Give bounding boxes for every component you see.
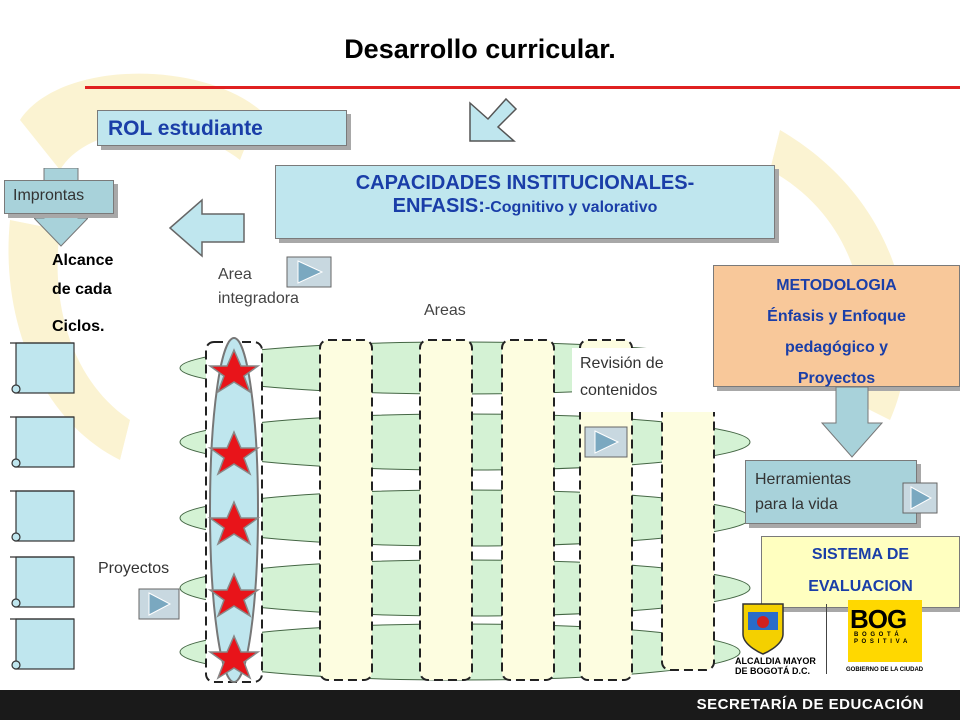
alcance-line: de cada bbox=[52, 281, 112, 298]
play-button[interactable] bbox=[138, 588, 180, 620]
rol-estudiante-box: ROL estudiante bbox=[97, 110, 347, 146]
play-button[interactable] bbox=[286, 256, 332, 288]
bog-logo-text: BOG bbox=[850, 604, 907, 634]
capacidades-enfasis-sub: -Cognitivo y valorativo bbox=[484, 199, 658, 216]
capacidades-line1: CAPACIDADES INSTITUCIONALES- bbox=[355, 172, 695, 194]
star-icon bbox=[207, 572, 261, 618]
areas-label: Areas bbox=[424, 302, 466, 319]
herramientas-line: Herramientas bbox=[755, 471, 852, 488]
star-icon bbox=[207, 430, 261, 476]
area-column bbox=[579, 339, 633, 681]
bog-logo-bg bbox=[848, 600, 922, 662]
logo-divider bbox=[826, 604, 827, 674]
area-integradora-label: Area integradora bbox=[218, 263, 299, 311]
scroll-icons bbox=[10, 342, 75, 670]
herramientas-line: para la vida bbox=[755, 496, 838, 513]
alcaldia-line: ALCALDIA MAYOR bbox=[735, 656, 816, 666]
metodologia-box: METODOLOGIA Énfasis y Enfoque pedagógico… bbox=[713, 265, 960, 387]
star-icon bbox=[207, 500, 261, 546]
improntas-label: Improntas bbox=[13, 187, 85, 204]
play-button[interactable] bbox=[584, 426, 628, 458]
metodologia-line: pedagógico y bbox=[784, 339, 889, 356]
area-integradora-line: integradora bbox=[218, 290, 299, 307]
title-divider bbox=[85, 86, 960, 89]
capacidades-box: CAPACIDADES INSTITUCIONALES- ENFASIS:-Co… bbox=[275, 165, 775, 239]
revision-box: Revisión de contenidos bbox=[572, 348, 720, 412]
scroll-icon bbox=[10, 342, 75, 670]
star-icon bbox=[207, 348, 261, 394]
left-arrow-icon bbox=[168, 198, 245, 258]
sistema-evaluacion-box: SISTEMA DE EVALUACION bbox=[761, 536, 960, 608]
footer-bar bbox=[0, 690, 960, 720]
gobierno-logo-text: GOBIERNO DE LA CIUDAD bbox=[846, 667, 924, 673]
alcance-line: Ciclos. bbox=[52, 318, 105, 335]
rol-label: ROL estudiante bbox=[108, 117, 263, 140]
bog-sub-line: P O S I T I V A bbox=[854, 639, 909, 645]
proyectos-label: Proyectos bbox=[98, 560, 170, 577]
improntas-box: Improntas bbox=[4, 180, 114, 214]
alcaldia-logo-text: ALCALDIA MAYOR DE BOGOTÁ D.C. bbox=[735, 656, 816, 676]
down-arrow-icon bbox=[469, 97, 518, 142]
alcance-text: Alcance de cada Ciclos. bbox=[52, 246, 113, 341]
area-column bbox=[319, 339, 373, 681]
sistema-line: SISTEMA DE bbox=[811, 546, 910, 563]
alcance-line: Alcance bbox=[52, 252, 114, 269]
revision-line: contenidos bbox=[580, 382, 658, 399]
herramientas-box: Herramientas para la vida bbox=[745, 460, 917, 524]
bog-sub-line: B O G O T Á bbox=[854, 632, 900, 638]
revision-line: Revisión de bbox=[580, 355, 664, 372]
alcaldia-line: DE BOGOTÁ D.C. bbox=[735, 666, 811, 676]
metodologia-line: Énfasis y Enfoque bbox=[767, 308, 906, 325]
metodologia-line: Proyectos bbox=[797, 370, 876, 387]
page-title: Desarrollo curricular. bbox=[344, 34, 616, 64]
metodologia-down-arrow-icon bbox=[820, 387, 884, 458]
star-icon bbox=[207, 634, 261, 680]
footer-text: SECRETARÍA DE EDUCACIÓN bbox=[696, 696, 924, 713]
capacidades-enfasis: ENFASIS: bbox=[392, 195, 485, 217]
metodologia-line: METODOLOGIA bbox=[776, 277, 897, 294]
play-button[interactable] bbox=[902, 482, 938, 514]
bog-logo-subtext: B O G O T Á P O S I T I V A bbox=[854, 632, 908, 646]
area-column bbox=[419, 339, 473, 681]
alcaldia-shield-icon bbox=[742, 603, 784, 655]
area-integradora-line: Area bbox=[218, 266, 252, 283]
sistema-line: EVALUACION bbox=[808, 578, 913, 595]
area-column bbox=[501, 339, 555, 681]
